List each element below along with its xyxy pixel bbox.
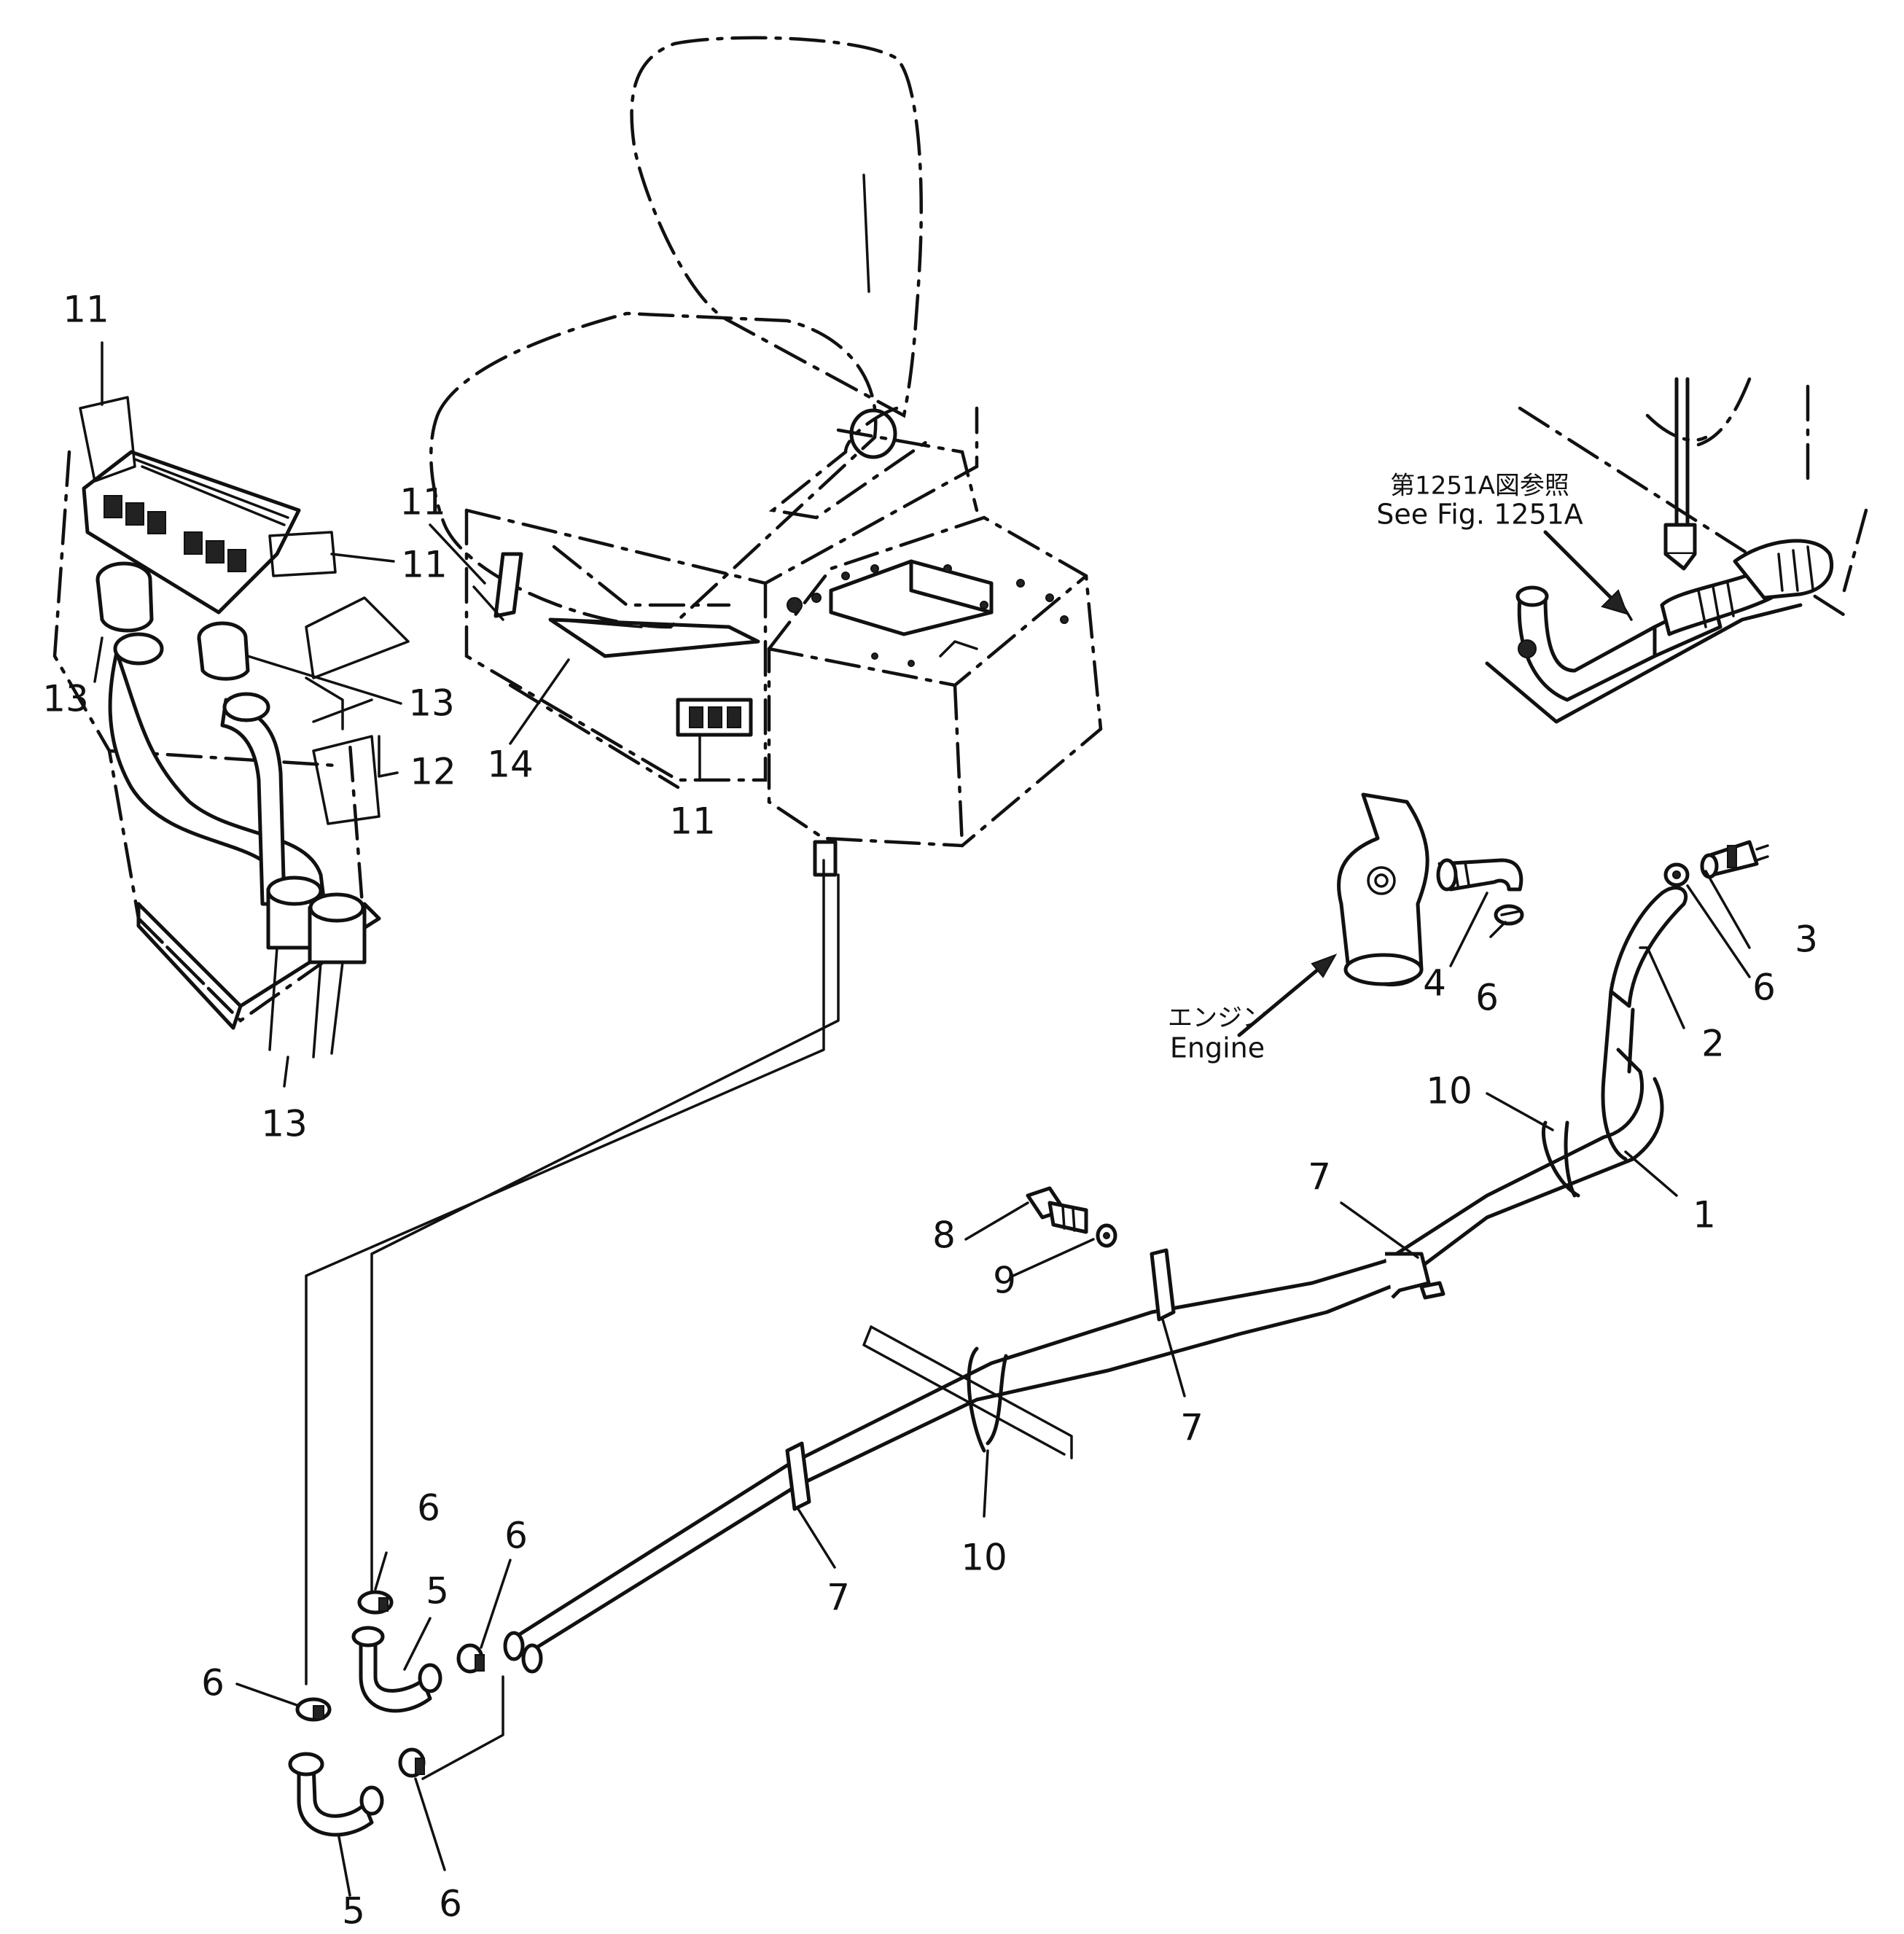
reference-note-en: See Fig. 1251A (1376, 499, 1583, 531)
callout-8: 8 (932, 1214, 956, 1257)
vent-side-seat (472, 552, 523, 621)
callout-13: 13 (42, 678, 89, 720)
callout-9: 9 (993, 1260, 1016, 1302)
callout-7: 7 (1308, 1156, 1331, 1198)
engine-label-jp: エンジン (1168, 1004, 1267, 1033)
callout-11: 11 (399, 481, 446, 523)
callout-11: 11 (669, 800, 716, 843)
engine-outlet (1237, 792, 1429, 1037)
main-hose-run (503, 989, 1664, 1674)
callout-1: 1 (1693, 1194, 1716, 1236)
callout-13: 13 (408, 682, 455, 725)
engine-label-en: Engine (1170, 1032, 1265, 1064)
engine-pipe-reference (1485, 377, 1868, 724)
callout-6: 6 (504, 1515, 528, 1557)
callout-4: 4 (1423, 962, 1446, 1005)
connection-lines (305, 859, 840, 1780)
control-box (767, 515, 1103, 877)
callout-6: 6 (417, 1487, 440, 1529)
callout-7: 7 (1180, 1407, 1203, 1449)
callout-6: 6 (1752, 967, 1776, 1009)
callout-12: 12 (410, 751, 456, 793)
reference-notes: 第1251A図参照 See Fig. 1251A エンジン Engine (1168, 472, 1583, 1064)
callout-5: 5 (342, 1890, 365, 1933)
callout-11: 11 (401, 544, 448, 586)
callout-labels: 11 11 11 11 13 13 13 12 14 3 4 6 6 2 10 … (42, 289, 1818, 1933)
callout-3: 3 (1795, 919, 1818, 961)
callout-10: 10 (961, 1537, 1007, 1579)
callout-6: 6 (439, 1883, 462, 1925)
callout-14: 14 (487, 744, 534, 786)
callout-10: 10 (1426, 1070, 1472, 1112)
heater-unit (52, 396, 410, 1058)
callout-6: 6 (201, 1662, 225, 1704)
reference-note-jp: 第1251A図参照 (1390, 472, 1569, 501)
callout-6: 6 (1475, 977, 1499, 1019)
bolt-washer (1026, 1186, 1117, 1248)
callout-11: 11 (63, 289, 109, 331)
callout-13: 13 (261, 1103, 308, 1145)
leader-lines (93, 341, 1751, 1897)
vent-grille-seat (676, 698, 753, 737)
callout-5: 5 (426, 1570, 449, 1613)
callout-2: 2 (1701, 1023, 1725, 1065)
lower-fittings (288, 1590, 485, 1837)
callout-7: 7 (827, 1577, 850, 1619)
